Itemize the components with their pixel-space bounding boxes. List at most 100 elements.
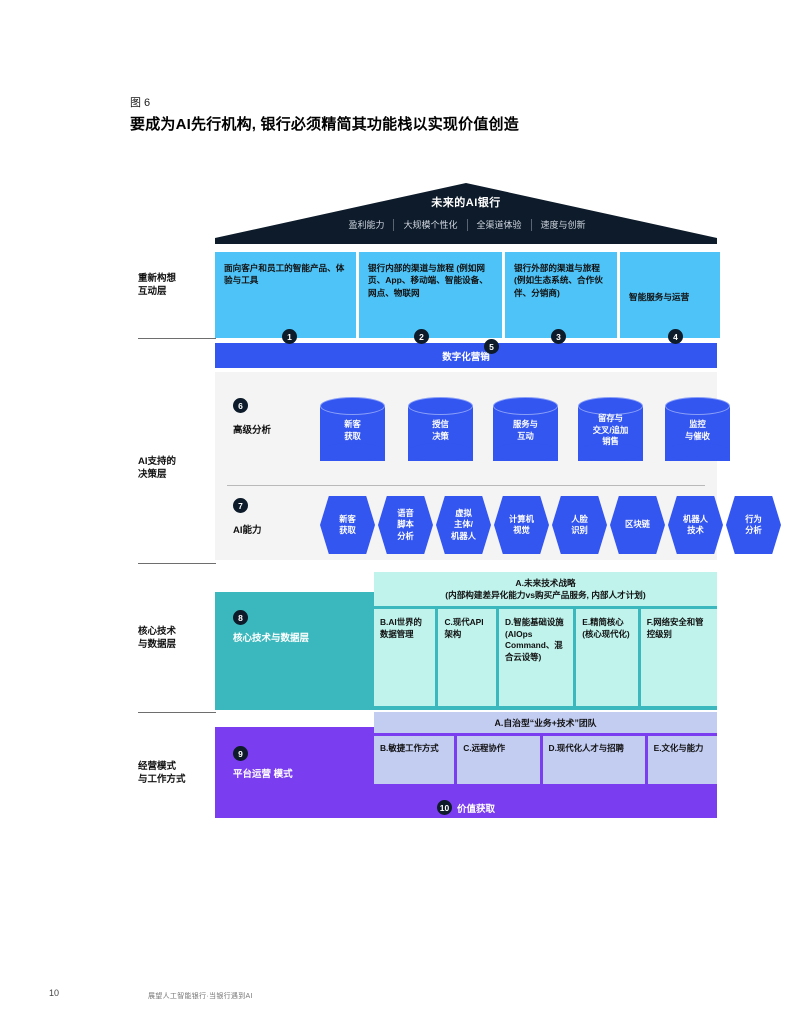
line1: 行为 [745,513,762,524]
row-label-engagement-line2: 互动层 [138,286,167,297]
badge-6: 6 [233,398,248,413]
analytics-panel: 6 高级分析 新客 获取 授信 决策 服务与 [215,372,781,560]
value-capture-label: 价值获取 [456,803,495,815]
analytics-cylinder-2-label: 授信 决策 [408,419,473,442]
ai-capability-8[interactable]: 行为 分析 [726,496,781,554]
line1: 新客 [339,513,356,524]
ai-capability-3[interactable]: 虚拟 主体/ 机器人 [436,496,491,554]
roof-pillar-2: 大规模个性化 [394,219,468,231]
badge-1: 1 [282,329,297,344]
row-label-core-line1: 核心技术 [138,626,177,637]
badge-9: 9 [233,746,248,761]
row-label-decision-line1: AI支持的 [138,456,177,467]
row-label-operating-line1: 经营模式 [138,761,177,772]
ai-capability-7[interactable]: 机器人 技术 [668,496,723,554]
line1: 机器人 [683,513,708,524]
line2: 获取 [344,430,361,441]
ai-capability-6-label: 区块链 [625,519,650,531]
cylinder-bottom [408,443,473,461]
core-tech-cell-f[interactable]: F.网络安全和管控级别 [640,609,717,706]
line2: 主体/ [454,519,473,530]
roof-shape: 未来的AI银行 盈利能力 大规模个性化 全渠道体验 速度与创新 [215,183,717,244]
line3: 分析 [397,530,414,541]
line2: 分析 [745,525,762,535]
ai-capability-6[interactable]: 区块链 [610,496,665,554]
analytics-cylinder-1[interactable]: 新客 获取 [320,397,385,470]
cylinder-bottom [665,443,730,461]
cylinder-bottom [320,443,385,461]
core-tech-cell-e[interactable]: E.精简核心 (核心现代化) [576,609,638,706]
operating-model-header: A.自治型“业务+技术”团队 [374,712,717,733]
page-number: 10 [49,988,60,998]
operating-model-label: 平台运营 模式 [233,769,293,780]
line2: 识别 [571,525,588,535]
roof-pillar-4: 速度与创新 [540,220,586,230]
ai-capability-5[interactable]: 人脸 识别 [552,496,607,554]
row-label-decision: AI支持的 决策层 [138,455,216,481]
ai-capability-3-label: 虚拟 主体/ 机器人 [451,508,476,543]
ai-capability-2-label: 语音 脚本 分析 [397,508,414,543]
line1: 虚拟 [455,507,472,518]
core-tech-cells: B.AI世界的数据管理 C.现代API架构 D.智能基础设施 (AIOps Co… [374,609,717,706]
badge-3: 3 [551,329,566,344]
roof-triangle-icon [215,183,717,244]
roof-pillar-3: 全渠道体验 [468,219,532,231]
digital-marketing-label: 数字化营销 [442,351,490,363]
cylinder-bottom [578,443,643,461]
line3: 销售 [602,436,619,446]
line2: 与催收 [685,430,710,441]
engagement-box-3[interactable]: 银行外部的渠道与旅程(例如生态系统、合作伙伴、分销商) [505,252,617,338]
line3: 机器人 [451,530,476,541]
engagement-box-2[interactable]: 银行内部的渠道与旅程 (例如网页、App、移动端、智能设备、网点、物联网 [359,252,502,338]
core-tech-label: 核心技术与数据层 [233,633,310,644]
badge-10: 10 [436,800,452,815]
analytics-cylinder-4[interactable]: 留存与 交叉/追加 销售 [578,397,643,470]
core-tech-cell-b[interactable]: B.AI世界的数据管理 [374,609,436,706]
ai-capability-2[interactable]: 语音 脚本 分析 [378,496,433,554]
badge-5: 5 [484,339,499,354]
row-label-operating: 经营模式 与工作方式 [138,760,216,786]
row-separator-2 [138,563,216,564]
analytics-cylinder-5[interactable]: 监控 与催收 [665,397,730,470]
operating-cell-b[interactable]: B.敏捷工作方式 [374,736,455,784]
row-label-core-tech: 核心技术 与数据层 [138,625,216,651]
core-tech-strategy-subtitle: (内部构建差异化能力vs购买产品服务, 内部人才计划) [445,590,646,600]
cylinder-bottom [493,443,558,461]
ai-capability-4[interactable]: 计算机 视觉 [494,496,549,554]
analytics-cylinder-2[interactable]: 授信 决策 [408,397,473,470]
cylinder-top [320,397,385,415]
ai-capability-1[interactable]: 新客 获取 [320,496,375,554]
digital-marketing-band[interactable]: 数字化营销 [215,343,717,368]
cylinder-top [665,397,730,415]
analytics-cylinder-1-label: 新客 获取 [320,419,385,442]
core-tech-cell-d[interactable]: D.智能基础设施 (AIOps Command、混合云设等) [498,609,574,706]
line1: 新客 [344,419,361,429]
badge-2: 2 [414,329,429,344]
operating-cell-e[interactable]: E.文化与能力 [647,736,717,784]
engagement-box-1[interactable]: 面向客户和员工的智能产品、体验与工具 [215,252,356,338]
ai-capability-1-label: 新客 获取 [339,514,356,537]
badge-8: 8 [233,610,248,625]
line1: 人脸 [571,513,588,524]
core-tech-cell-c[interactable]: C.现代API架构 [438,609,496,706]
line2: 技术 [687,525,704,535]
operating-cell-c[interactable]: C.远程协作 [457,736,540,784]
cylinder-top [578,397,643,415]
line1: 语音 [397,507,414,518]
row-label-engagement: 重新构想 互动层 [138,272,216,298]
row-label-core-line2: 与数据层 [138,639,177,650]
line2: 视觉 [513,525,530,535]
line1: 留存与 [598,413,623,423]
engagement-layer: 面向客户和员工的智能产品、体验与工具 银行内部的渠道与旅程 (例如网页、App、… [215,252,720,338]
row-label-operating-line2: 与工作方式 [138,774,186,785]
roof-pillars: 盈利能力 大规模个性化 全渠道体验 速度与创新 [317,219,617,231]
ai-capabilities-group-label: AI能力 [233,525,262,536]
operating-model-cells: B.敏捷工作方式 C.远程协作 D.现代化人才与招聘 E.文化与能力 [374,736,717,784]
engagement-box-4[interactable]: 智能服务与运营 [620,252,720,338]
analytics-cylinder-3[interactable]: 服务与 互动 [493,397,558,470]
roof-pillar-1: 盈利能力 [339,219,395,231]
ai-capability-5-label: 人脸 识别 [571,514,588,537]
operating-cell-d[interactable]: D.现代化人才与招聘 [542,736,645,784]
operating-model-strip: A.自治型“业务+技术”团队 B.敏捷工作方式 C.远程协作 D.现代化人才与招… [374,712,717,784]
